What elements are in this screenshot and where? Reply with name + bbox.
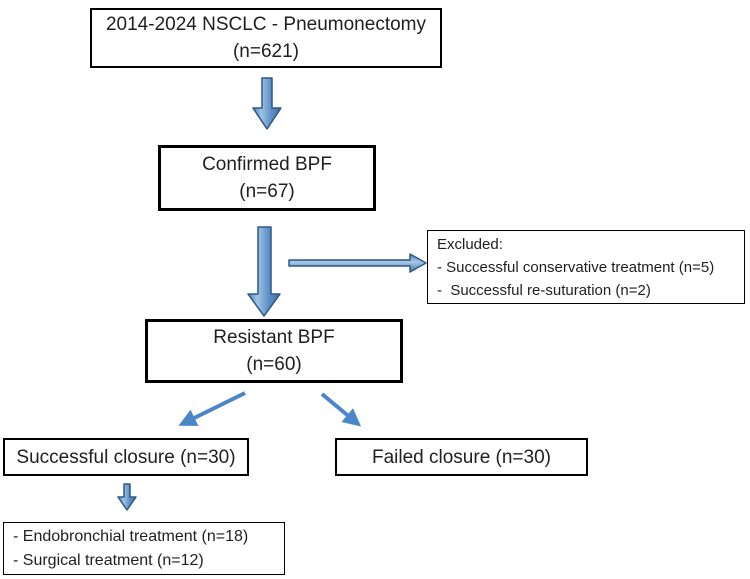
box-treatment-line2: - Surgical treatment (n=12): [13, 551, 204, 569]
box-excluded-line1: Excluded:: [437, 235, 503, 253]
box-resistant-line1: Resistant BPF: [213, 327, 335, 348]
box-cohort: 2014-2024 NSCLC - Pneumonectomy (n=621): [90, 8, 442, 68]
line-arrow-down-left-icon: [178, 391, 246, 426]
box-treatment-line1: - Endobronchial treatment (n=18): [13, 527, 249, 545]
block-arrow-down-icon: [247, 226, 281, 317]
box-resistant-line2: (n=60): [246, 354, 302, 375]
box-excluded-line3: - Successful re-suturation (n=2): [437, 281, 651, 299]
block-arrow-down-icon: [252, 77, 282, 130]
block-arrow-down-icon: [117, 483, 137, 511]
box-cohort-line2: (n=621): [232, 41, 300, 62]
box-successful-closure: Successful closure (n=30): [3, 438, 249, 476]
line-arrow-down-right-icon: [320, 392, 362, 427]
block-arrow-right-icon: [288, 253, 427, 273]
box-cohort-line1: 2014-2024 NSCLC - Pneumonectomy: [105, 14, 426, 35]
box-failed-label: Failed closure (n=30): [371, 446, 551, 468]
box-confirmed-line1: Confirmed BPF: [202, 154, 332, 175]
box-failed-closure: Failed closure (n=30): [335, 438, 588, 476]
box-confirmed-bpf: Confirmed BPF (n=67): [158, 145, 376, 211]
box-success-label: Successful closure (n=30): [16, 446, 236, 468]
box-treatment-breakdown: - Endobronchial treatment (n=18) - Surgi…: [3, 522, 285, 575]
box-resistant-bpf: Resistant BPF (n=60): [145, 319, 403, 383]
box-excluded-line2: - Successful conservative treatment (n=5…: [437, 258, 715, 276]
box-excluded: Excluded: - Successful conservative trea…: [427, 230, 745, 304]
box-confirmed-line2: (n=67): [239, 181, 295, 202]
